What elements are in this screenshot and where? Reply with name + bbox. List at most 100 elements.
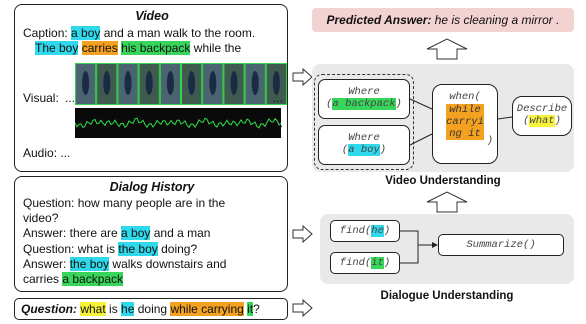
describe-arg: (what) (523, 115, 561, 127)
find-it-node: find(it) (330, 252, 400, 274)
audio-dots-right: ... (273, 116, 284, 130)
find-he-node: find(he) (330, 220, 400, 242)
dialogue-understanding-edges (400, 230, 438, 264)
caption-text-1: and a man walk to the room. (100, 26, 256, 40)
arrow-right-icon (292, 299, 313, 317)
where-boy-arg: (a boy) (341, 144, 387, 156)
arrow-right-icon (292, 225, 313, 243)
dialog-a2b-hl: a backpack (62, 272, 124, 287)
video-box: Video Caption: a boy and a man walk to t… (14, 4, 288, 172)
edge-where2-when (409, 133, 433, 146)
predicted-answer-text: Predicted Answer: he is cleaning a mirro… (312, 13, 574, 27)
question-is: is (105, 302, 122, 316)
when-line-2: carryi (446, 116, 484, 128)
caption-hl-the-boy: The boy (35, 41, 79, 55)
describe-hl: what (529, 115, 555, 127)
video-frames-strip (75, 63, 288, 105)
video-frame-person (188, 71, 196, 95)
arrow-up-icon (426, 191, 468, 213)
find-he-text: find(he) (339, 225, 391, 237)
when-line-3: ng it (449, 128, 481, 140)
question-mark: ? (253, 302, 260, 316)
summarize-text: Summarize() (466, 239, 536, 251)
dialogue-understanding-panel: find(he) find(it) Summarize() (320, 214, 574, 284)
describe-op: Describe (516, 103, 568, 115)
caption-label: Caption: (23, 26, 68, 40)
where-backpack-op: Where (348, 86, 380, 98)
question-while-carrying: while carrying (170, 302, 244, 316)
caption-hl-his-backpack: his backpack (121, 41, 191, 55)
video-frame-person (124, 71, 132, 95)
when-arg: while carryi ng it (446, 104, 484, 140)
video-frame-person (82, 71, 90, 95)
video-title: Video (135, 9, 169, 23)
caption-text-2: while the (190, 41, 242, 55)
find-it-op: find( (339, 257, 372, 269)
describe-node: Describe (what) (512, 96, 572, 136)
edge-when-describe (497, 116, 513, 120)
video-caption: Caption: a boy and a man walk to the roo… (23, 26, 285, 56)
when-close: ) (486, 135, 493, 147)
video-frames (75, 63, 288, 105)
summarize-node: Summarize() (438, 234, 564, 256)
when-op: when( (449, 91, 481, 103)
video-frame-person (166, 71, 174, 95)
dialog-title: Dialog History (109, 180, 195, 194)
dialogue-understanding-label: Dialogue Understanding (380, 290, 514, 302)
video-frame-person (272, 71, 280, 95)
dialog-a1-hl: a boy (121, 226, 151, 241)
where-backpack-arg: (a backpack) (326, 98, 402, 110)
video-understanding-edges (409, 98, 513, 146)
dialog-a2-hl: the boy (69, 256, 110, 271)
dialog-q2-label: Question: what is (23, 241, 119, 256)
question-he: he (121, 302, 135, 316)
dialog-a1-label: Answer: there are (23, 226, 122, 241)
dialog-q1a: Question: how (23, 196, 104, 210)
audio-waveform (74, 108, 282, 138)
predicted-answer-box: Predicted Answer: he is cleaning a mirro… (312, 8, 574, 32)
dialog-a2b-label: carries (23, 272, 63, 287)
visual-dots-right: ... (273, 91, 284, 105)
video-frame-person (230, 71, 238, 95)
dialog-a1-rest: and a man (150, 226, 211, 241)
question-it: it (247, 302, 254, 316)
video-understanding-panel: Where (a backpack) Where (a boy) when( w… (312, 64, 574, 172)
find-it-text: find(it) (339, 257, 391, 269)
dialog-q1c: video? (23, 211, 59, 226)
where-boy-op: Where (348, 132, 380, 144)
find-he-hl: he (371, 225, 384, 237)
video-frame-person (145, 71, 153, 95)
question-label: Question: (21, 302, 77, 316)
dialog-q1b: many people are in the (103, 196, 226, 210)
predicted-answer-label: Predicted Answer: (326, 13, 432, 27)
where-boy-hl: a boy (348, 144, 380, 156)
find-it-hl: it (371, 257, 384, 269)
find-he-op: find( (339, 225, 372, 237)
when-node: when( while carryi ng it ) (432, 84, 498, 164)
caption-hl-a-boy: a boy (71, 26, 101, 40)
video-frame-person (103, 71, 111, 95)
dialog-q2-hl: the boy (118, 241, 158, 256)
dialog-q2-rest: doing? (157, 241, 198, 256)
dialog-text: Question: how many people are in the vid… (23, 196, 287, 287)
where-backpack-hl: a backpack (332, 98, 396, 110)
arrowhead-icon (432, 242, 438, 248)
arrow-right-icon (292, 68, 313, 86)
question-text: Question: what is he doing while carryin… (21, 302, 260, 317)
where-backpack-node: Where (a backpack) (318, 79, 410, 119)
video-frame-person (251, 71, 259, 95)
question-what: what (80, 302, 106, 316)
edge-where1-when (409, 98, 433, 110)
video-frame-person (209, 71, 217, 95)
dialog-a2-rest: walks downstairs and (109, 256, 227, 271)
visual-dots-left: ... (65, 91, 76, 105)
predicted-answer-value: he is cleaning a mirror . (431, 13, 560, 27)
visual-label: Visual: (23, 91, 59, 105)
edge-finds-bracket (400, 230, 419, 264)
caption-hl-carries: carries (81, 41, 118, 55)
audio-waveform-svg (74, 108, 282, 138)
video-understanding-label: Video Understanding (385, 175, 501, 187)
audio-label: Audio: ... (23, 146, 71, 160)
when-line-1: while (449, 104, 481, 116)
dialog-history-box: Dialog History Question: how many people… (14, 176, 288, 292)
